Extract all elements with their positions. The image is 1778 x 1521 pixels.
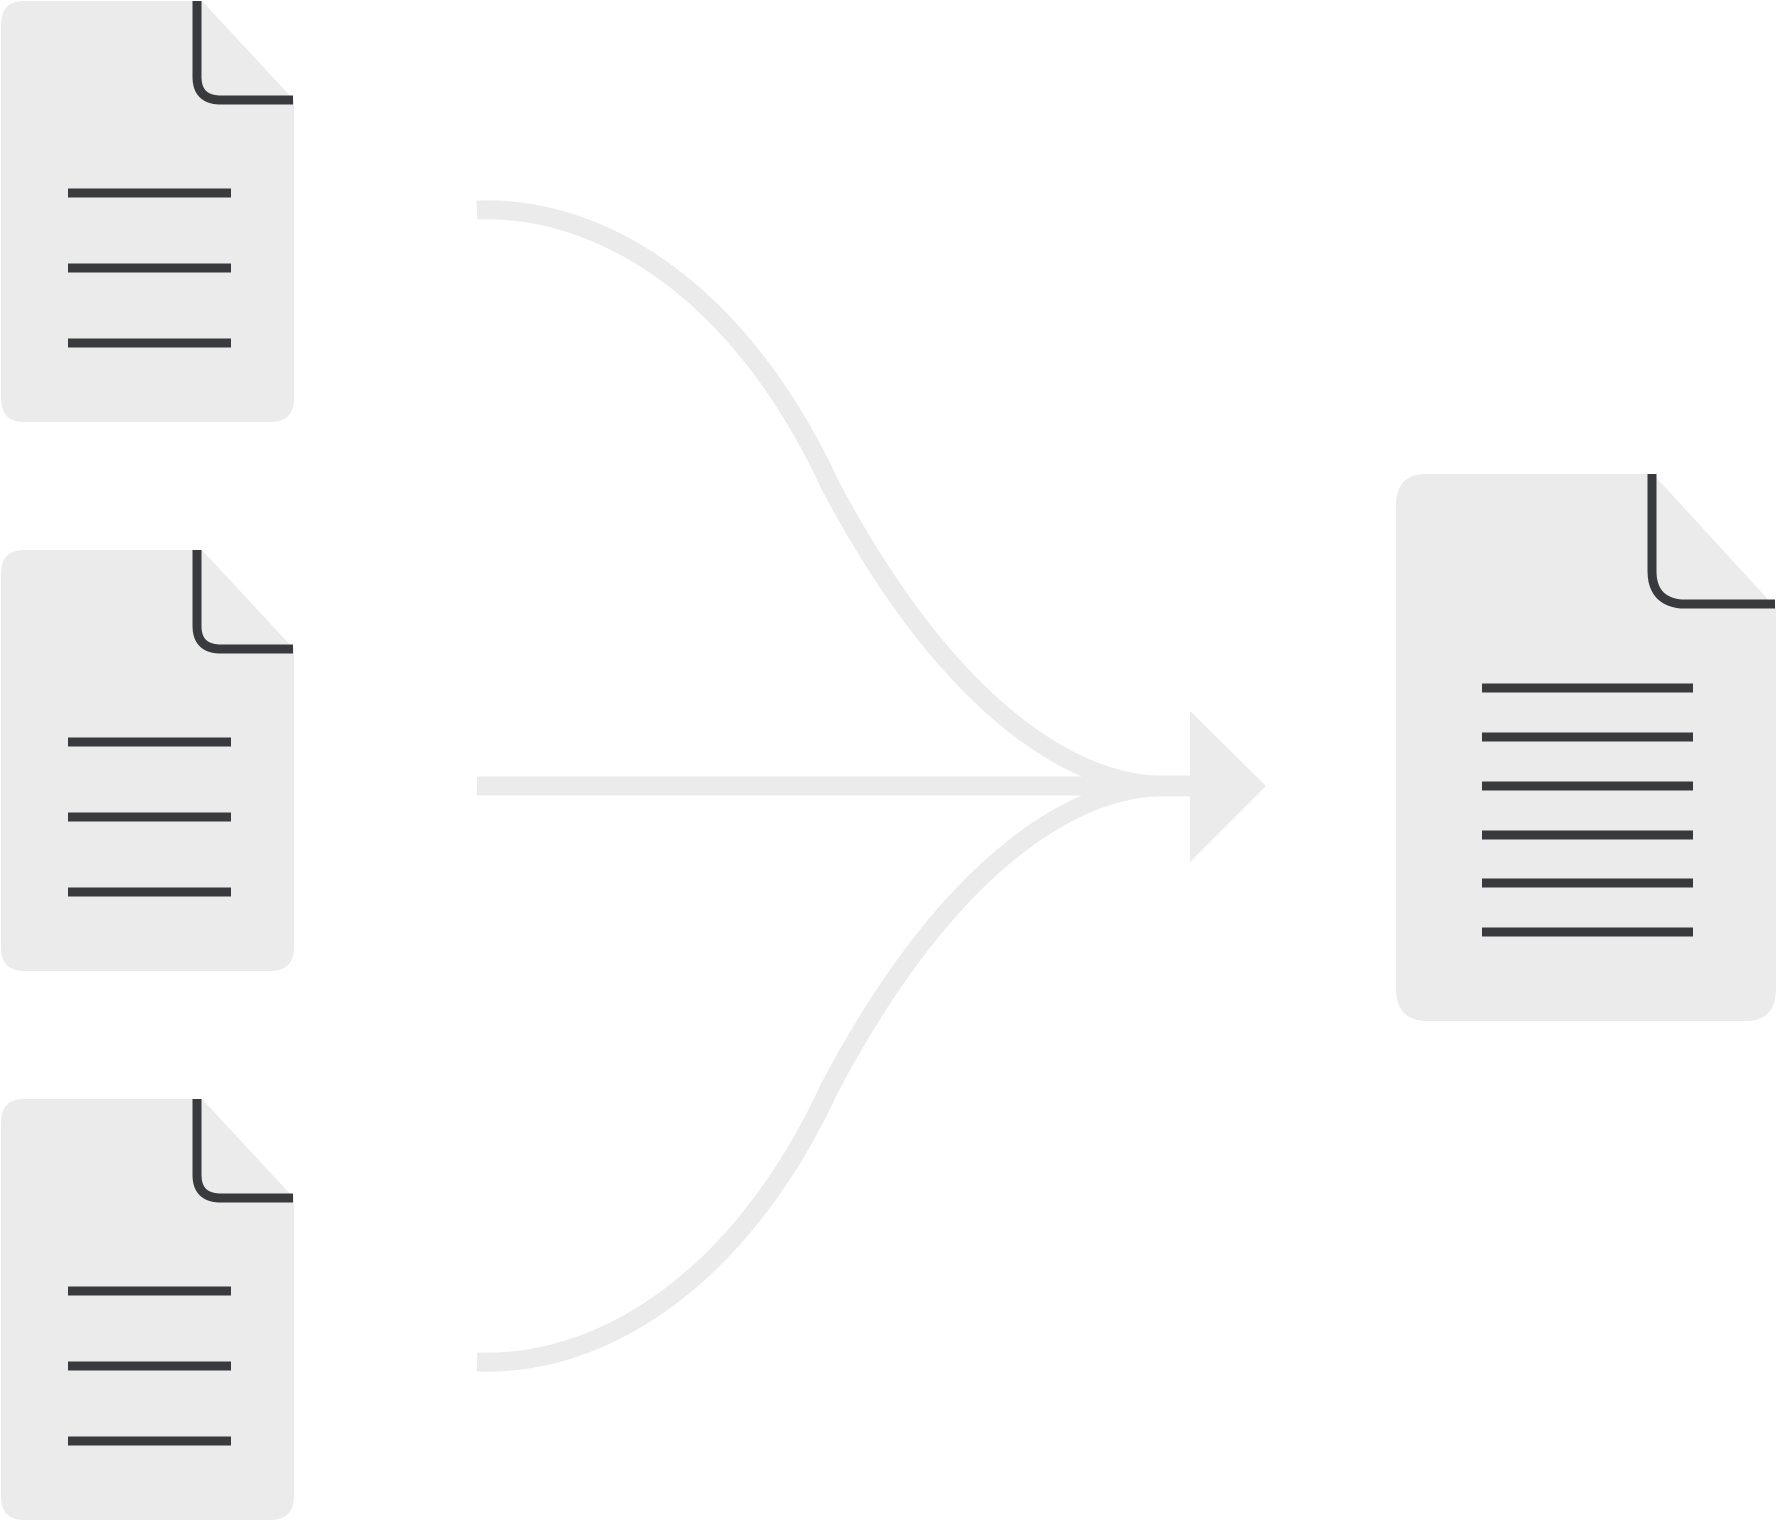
input-document-3 xyxy=(1,1099,294,1520)
document-body xyxy=(1,550,294,971)
arrow-head xyxy=(1190,711,1266,862)
input-document-1 xyxy=(1,1,294,422)
document-body xyxy=(1396,474,1776,1021)
document-text-lines xyxy=(68,188,231,348)
merge-arrow-icon xyxy=(476,200,1266,1372)
document-text-lines xyxy=(68,737,231,897)
document-text-lines xyxy=(1482,683,1693,937)
input-document-2 xyxy=(1,550,294,971)
document-fold xyxy=(1647,474,1775,609)
document-body xyxy=(1,1099,294,1520)
document-body xyxy=(1,1,294,422)
connector-branch-bottom xyxy=(476,777,1190,1372)
document-text-lines xyxy=(68,1286,231,1446)
connector-branch-top xyxy=(476,200,1190,795)
document-fold xyxy=(192,1,293,105)
output-document xyxy=(1396,474,1776,1021)
document-fold xyxy=(192,1099,293,1203)
document-fold xyxy=(192,550,293,654)
